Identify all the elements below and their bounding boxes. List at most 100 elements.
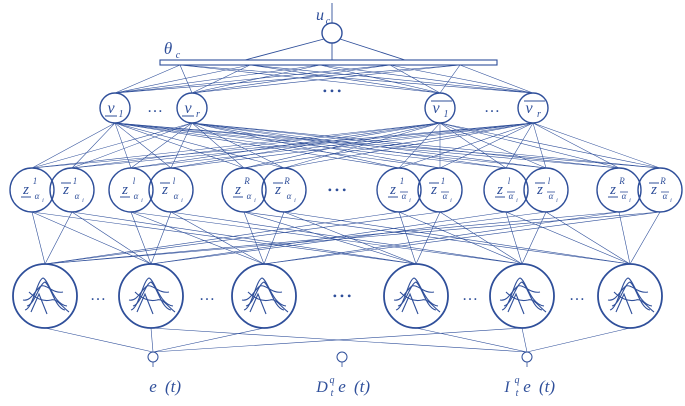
v-z-line xyxy=(114,122,245,169)
v-z-line xyxy=(191,122,245,169)
theta-v-line xyxy=(114,64,321,94)
ellipsis: … xyxy=(569,287,585,304)
z-mf-line xyxy=(44,211,441,265)
connections xyxy=(31,3,661,367)
mf-input-line xyxy=(44,327,154,353)
z-mf-line xyxy=(130,211,265,265)
v-z-line xyxy=(439,122,534,169)
v-z-line xyxy=(191,122,620,169)
z-mf-line xyxy=(521,211,547,265)
v-z-line xyxy=(114,122,441,169)
z-sup: l xyxy=(173,176,176,186)
z-lower-label: z xyxy=(496,182,503,198)
v-z-line xyxy=(71,122,534,169)
z-mf-line xyxy=(398,211,417,265)
v-z-line xyxy=(398,122,534,169)
z-subsub: i xyxy=(42,198,44,204)
z-mf-line xyxy=(170,211,265,265)
z-subsub: i xyxy=(254,198,256,204)
v-z-line xyxy=(243,122,441,169)
v-z-line xyxy=(31,122,534,169)
z-mf-line xyxy=(44,211,661,265)
z-mf-line xyxy=(415,211,441,265)
z-sup: 1 xyxy=(73,176,78,186)
v-z-line xyxy=(114,122,507,169)
z-sup: l xyxy=(508,176,511,186)
mf-curve xyxy=(30,292,48,315)
input-label: e xyxy=(523,377,531,396)
v-z-line xyxy=(114,122,172,169)
v-z-line xyxy=(191,122,661,169)
z-upper-label: z xyxy=(274,182,281,198)
v-z-line xyxy=(130,122,193,169)
z-node xyxy=(376,167,422,213)
membership-node xyxy=(489,263,555,329)
mf-input-line xyxy=(521,327,528,353)
nodes xyxy=(9,22,683,363)
v-node xyxy=(424,92,456,124)
z-mf-line xyxy=(283,211,631,265)
z-mf-line xyxy=(44,211,400,265)
input-operator-sup: q xyxy=(330,375,335,386)
v-label: v xyxy=(525,100,533,117)
mf-curve xyxy=(613,291,655,313)
mf-input-line xyxy=(152,327,265,353)
output-sub: c xyxy=(326,16,331,27)
v-z-line xyxy=(170,122,534,169)
theta-v-line xyxy=(179,64,441,94)
input-arg: (t) xyxy=(165,377,181,396)
z-mf-line xyxy=(31,211,46,265)
z-subsub: i xyxy=(629,198,631,204)
z-sup: l xyxy=(133,176,136,186)
mf-curve xyxy=(245,281,285,311)
z-node xyxy=(108,167,154,213)
z-node xyxy=(261,167,307,213)
input-node xyxy=(336,351,348,363)
v-z-line xyxy=(439,122,661,169)
membership-node xyxy=(383,263,449,329)
z-node xyxy=(221,167,267,213)
v-z-line xyxy=(191,122,400,169)
v-z-line xyxy=(71,122,116,169)
z-mf-line xyxy=(243,211,631,265)
z-sub: α xyxy=(247,191,252,201)
input-arg: (t) xyxy=(354,377,370,396)
mf-curve xyxy=(134,291,176,313)
z-sup: 1 xyxy=(33,176,38,186)
z-sub: α xyxy=(134,191,139,201)
z-upper-label: z xyxy=(161,182,168,198)
membership-node xyxy=(231,263,297,329)
v-z-line xyxy=(71,122,193,169)
v-node xyxy=(517,92,549,124)
gaussian-membership-icon xyxy=(499,277,547,315)
z-node xyxy=(523,167,569,213)
v-z-line xyxy=(283,122,534,169)
theta-v-line xyxy=(191,64,321,94)
ellipsis: … xyxy=(90,287,106,304)
z-mf-line xyxy=(150,211,507,265)
gaussian-membership-icon xyxy=(128,277,176,315)
z-upper-label: z xyxy=(430,182,437,198)
mf-curve xyxy=(607,285,649,301)
z-sup: R xyxy=(618,176,625,186)
input-operator-sub: t xyxy=(516,388,519,399)
z-sub: α xyxy=(443,191,448,201)
mf-curve xyxy=(611,281,651,311)
v-sub: r xyxy=(196,109,200,120)
v-z-line xyxy=(170,122,441,169)
z-sup: R xyxy=(243,176,250,186)
mf-curve xyxy=(505,291,547,313)
z-mf-line xyxy=(243,211,265,265)
z-node xyxy=(49,167,95,213)
gaussian-membership-icon xyxy=(22,277,70,315)
theta-v-line xyxy=(249,64,441,94)
z-sub: α xyxy=(663,191,668,201)
z-mf-line xyxy=(439,211,523,265)
z-subsub: i xyxy=(450,198,452,204)
mf-curve xyxy=(28,291,70,313)
z-mf-line xyxy=(505,211,631,265)
v-node xyxy=(176,92,208,124)
z-mf-line xyxy=(31,211,152,265)
